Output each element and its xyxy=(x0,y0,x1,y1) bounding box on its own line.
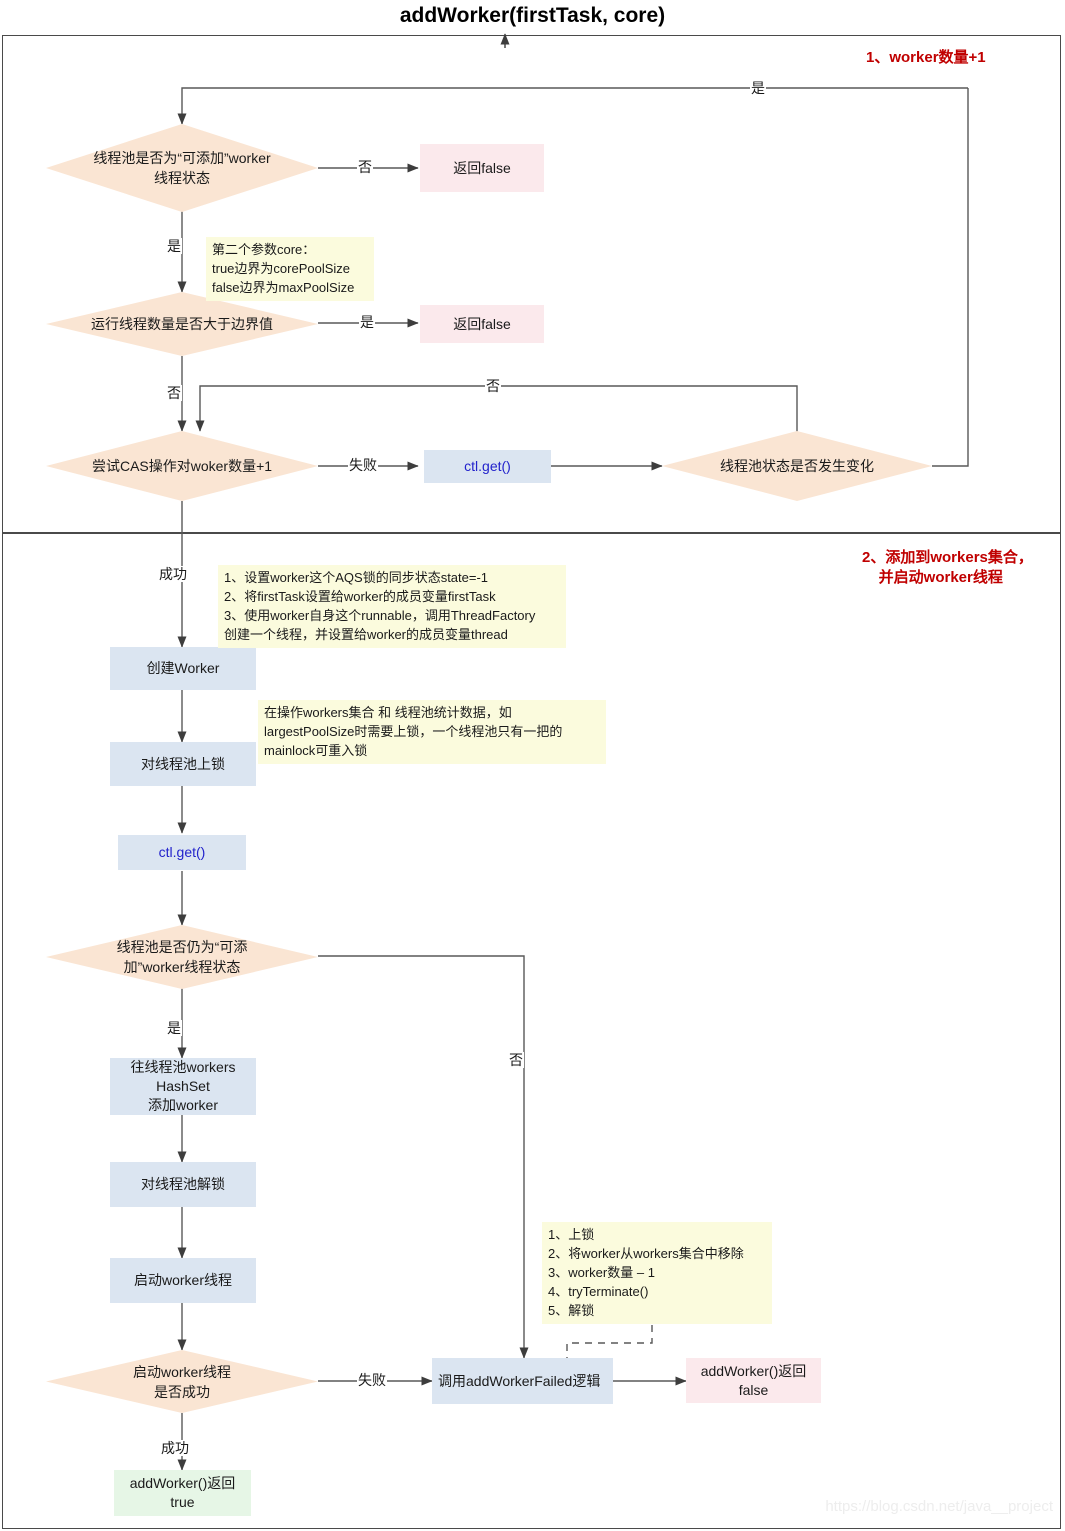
edge-label-d5-no: 否 xyxy=(508,1052,524,1068)
create-worker-box[interactable]: 创建Worker xyxy=(110,647,256,690)
decision-pool-state-changed[interactable]: 线程池状态是否发生变化 xyxy=(662,431,932,501)
section-2-frame xyxy=(2,533,1061,1529)
note-core-parameter: 第二个参数core： true边界为corePoolSize false边界为m… xyxy=(206,237,374,301)
return-true-box[interactable]: addWorker()返回 true xyxy=(114,1470,251,1516)
edge-label-d2-yes: 是 xyxy=(359,314,375,330)
edge-label-d6-success: 成功 xyxy=(160,1440,190,1456)
edge-label-d1-no: 否 xyxy=(357,159,373,175)
note-mainlock: 在操作workers集合 和 线程池统计数据，如 largestPoolSize… xyxy=(258,700,606,764)
note-worker-construction: 1、设置worker这个AQS锁的同步状态state=-1 2、将firstTa… xyxy=(218,565,566,648)
edge-label-d4-no: 否 xyxy=(485,378,501,394)
start-worker-thread-box[interactable]: 启动worker线程 xyxy=(110,1258,256,1303)
decision-label: 线程池是否为“可添加”worker 线程状态 xyxy=(93,150,271,186)
decision-cas-increment-worker-count[interactable]: 尝试CAS操作对woker数量+1 xyxy=(46,431,318,501)
ctl-get-box-1[interactable]: ctl.get() xyxy=(424,450,551,483)
decision-start-worker-success[interactable]: 启动worker线程 是否成功 xyxy=(46,1350,318,1413)
decision-count-over-boundary[interactable]: 运行线程数量是否大于边界值 xyxy=(46,292,318,356)
edge-label-d1-yes: 是 xyxy=(166,238,182,254)
section-2-label: 2、添加到workers集合， 并启动worker线程 xyxy=(862,549,1033,586)
call-add-worker-failed-box[interactable]: 调用addWorkerFailed逻辑 xyxy=(432,1358,613,1404)
page-title: addWorker(firstTask, core) xyxy=(399,4,666,27)
note-add-worker-failed-steps: 1、上锁 2、将worker从workers集合中移除 3、worker数量 –… xyxy=(542,1222,772,1324)
edge-label-top-loop-yes: 是 xyxy=(750,80,766,96)
section-1-label: 1、worker数量+1 xyxy=(866,49,986,66)
edge-label-d2-no: 否 xyxy=(166,385,182,401)
edge-label-d5-yes: 是 xyxy=(166,1020,182,1036)
decision-label: 线程池状态是否发生变化 xyxy=(720,458,874,474)
edge-label-d3-fail: 失败 xyxy=(348,457,378,473)
watermark: https://blog.csdn.net/java__project xyxy=(825,1498,1053,1515)
decision-label: 启动worker线程 是否成功 xyxy=(132,1363,231,1400)
decision-label: 尝试CAS操作对woker数量+1 xyxy=(91,458,273,474)
edge-label-d3-success: 成功 xyxy=(158,566,188,582)
add-worker-to-hashset-box[interactable]: 往线程池workers HashSet 添加worker xyxy=(110,1058,256,1115)
decision-label: 运行线程数量是否大于边界值 xyxy=(91,316,273,332)
edge-label-d6-fail: 失败 xyxy=(357,1372,387,1388)
return-false-box-2[interactable]: 返回false xyxy=(420,305,544,343)
lock-pool-box[interactable]: 对线程池上锁 xyxy=(110,742,256,786)
return-false-box-3[interactable]: addWorker()返回 false xyxy=(686,1358,821,1403)
decision-pool-addable-state[interactable]: 线程池是否为“可添加”worker 线程状态 xyxy=(46,124,318,212)
return-false-box-1[interactable]: 返回false xyxy=(420,144,544,192)
unlock-pool-box[interactable]: 对线程池解锁 xyxy=(110,1162,256,1207)
decision-pool-still-addable[interactable]: 线程池是否仍为“可添 加”worker线程状态 xyxy=(46,925,318,989)
decision-label: 线程池是否仍为“可添 加”worker线程状态 xyxy=(116,939,248,975)
ctl-get-box-2[interactable]: ctl.get() xyxy=(118,835,246,870)
section-1-frame xyxy=(2,35,1061,533)
